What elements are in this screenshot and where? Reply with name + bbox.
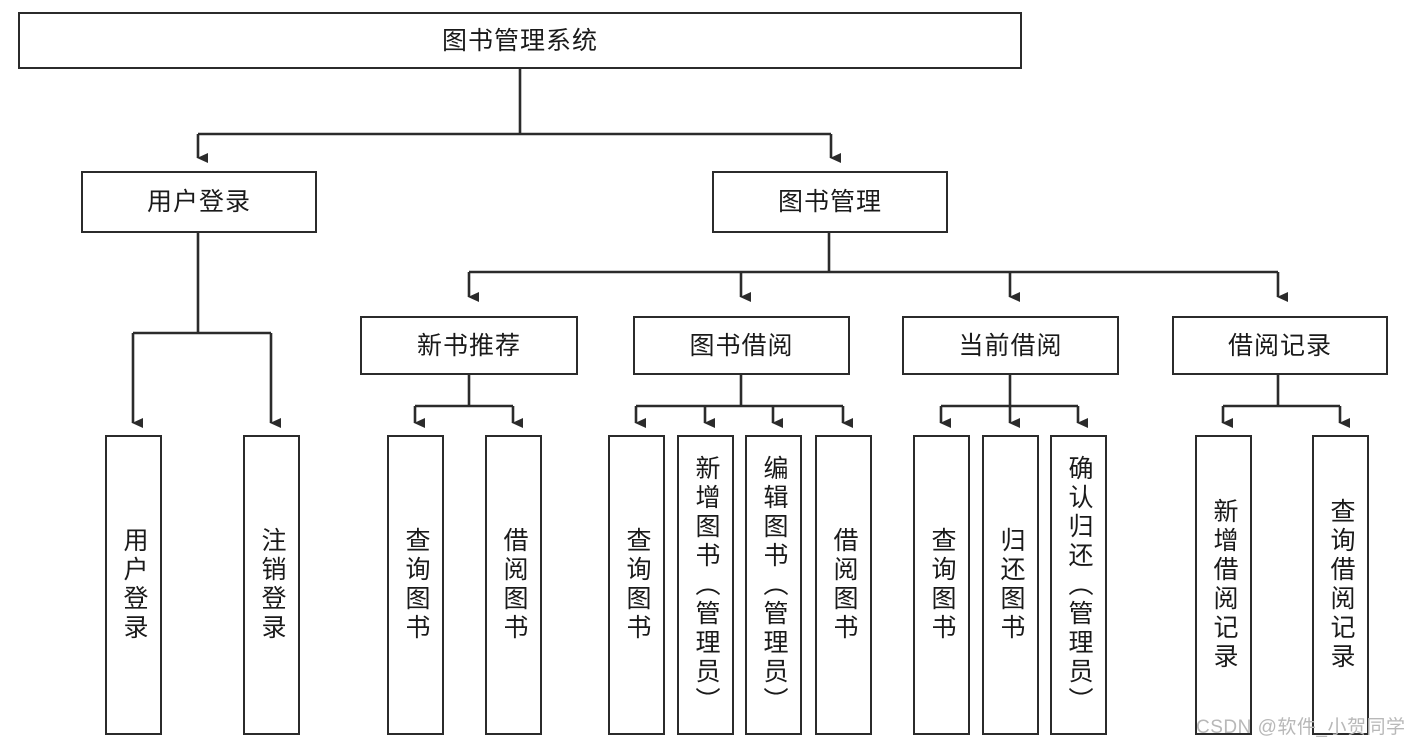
leaf-add-book-admin[interactable]: 新增图书（管理员） [677, 435, 734, 735]
node-label: 新增图书（管理员） [692, 454, 720, 716]
node-label: 新增借阅记录 [1210, 498, 1238, 672]
node-label: 借阅记录 [1227, 331, 1332, 360]
leaf-return-book[interactable]: 归还图书 [982, 435, 1039, 735]
leaf-edit-book-admin[interactable]: 编辑图书（管理员） [745, 435, 802, 735]
node-label: 图书管理 [777, 188, 882, 216]
node-label: 新书推荐 [416, 331, 521, 360]
node-label: 编辑图书（管理员） [760, 454, 788, 716]
node-label: 查询图书 [928, 527, 956, 643]
node-label: 查询图书 [402, 527, 430, 643]
node-label: 借阅图书 [830, 527, 858, 643]
node-book-management[interactable]: 图书管理 [712, 171, 948, 233]
node-label: 当前借阅 [958, 331, 1063, 360]
watermark-text: CSDN @软件_小贺同学 [1196, 717, 1405, 738]
node-borrow-record[interactable]: 借阅记录 [1172, 316, 1388, 375]
node-new-book-recommend[interactable]: 新书推荐 [360, 316, 578, 375]
leaf-borrow-book[interactable]: 借阅图书 [815, 435, 872, 735]
node-label: 图书借阅 [689, 331, 794, 360]
node-label: 用户登录 [146, 188, 251, 216]
leaf-user-login[interactable]: 用户登录 [105, 435, 162, 735]
node-label: 查询图书 [623, 527, 651, 643]
leaf-query-book-borrow[interactable]: 查询图书 [608, 435, 665, 735]
node-label: 借阅图书 [500, 527, 528, 643]
leaf-query-book-new[interactable]: 查询图书 [387, 435, 444, 735]
node-book-borrow[interactable]: 图书借阅 [633, 316, 850, 375]
node-user-login[interactable]: 用户登录 [81, 171, 317, 233]
node-label: 图书管理系统 [441, 26, 598, 55]
node-root-system[interactable]: 图书管理系统 [18, 12, 1022, 69]
leaf-confirm-return-admin[interactable]: 确认归还（管理员） [1050, 435, 1107, 735]
leaf-add-borrow-record[interactable]: 新增借阅记录 [1195, 435, 1252, 735]
node-current-borrow[interactable]: 当前借阅 [902, 316, 1119, 375]
leaf-query-borrow-record[interactable]: 查询借阅记录 [1312, 435, 1369, 735]
leaf-user-logout[interactable]: 注销登录 [243, 435, 300, 735]
node-label: 确认归还（管理员） [1065, 454, 1093, 716]
leaf-borrow-book-new[interactable]: 借阅图书 [485, 435, 542, 735]
leaf-query-book-current[interactable]: 查询图书 [913, 435, 970, 735]
node-label: 归还图书 [997, 527, 1025, 643]
node-label: 用户登录 [120, 527, 148, 643]
node-label: 注销登录 [258, 527, 286, 643]
node-label: 查询借阅记录 [1327, 498, 1355, 672]
